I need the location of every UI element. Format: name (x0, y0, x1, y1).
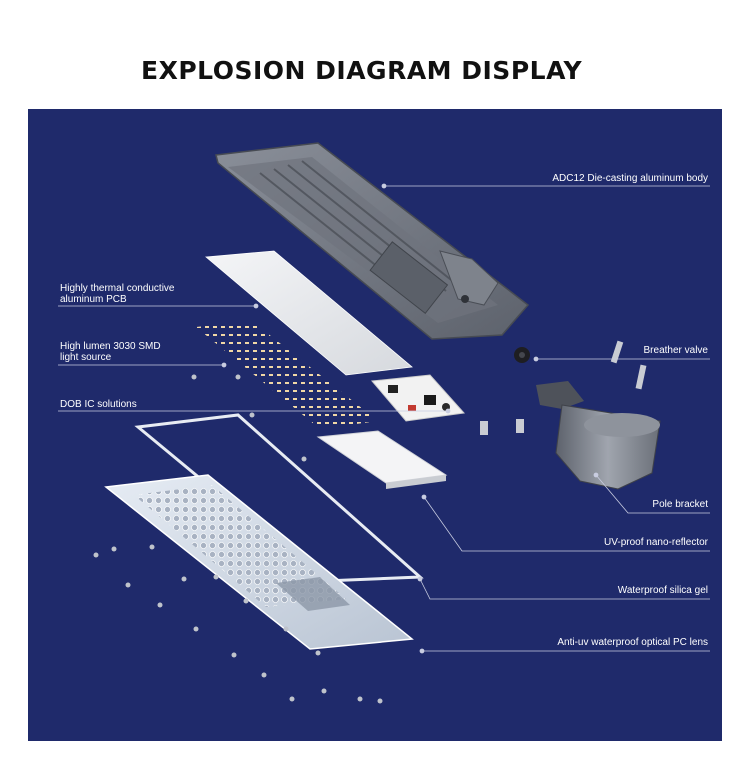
bolts (480, 340, 647, 435)
optical-pc-lens (104, 474, 414, 650)
smd-led-array (196, 321, 378, 429)
page-title: EXPLOSION DIAGRAM DISPLAY (141, 56, 583, 85)
nano-reflector (316, 430, 448, 489)
pole-bracket (536, 381, 661, 490)
label-smd-line2: light source (60, 352, 112, 363)
label-breather: Breather valve (643, 345, 708, 356)
label-reflector: UV-proof nano-reflector (604, 537, 708, 548)
label-smd-line1: High lumen 3030 SMD (60, 341, 161, 352)
label-dob: DOB IC solutions (60, 399, 137, 410)
label-body: ADC12 Die-casting aluminum body (552, 173, 708, 184)
label-pole: Pole bracket (652, 499, 708, 510)
label-pcb-line2: aluminum PCB (60, 294, 127, 305)
aluminum-body (215, 142, 530, 340)
explosion-diagram (58, 142, 710, 704)
label-pcb-line1: Highly thermal conductive (60, 283, 175, 294)
label-lens: Anti-uv waterproof optical PC lens (557, 637, 708, 648)
label-gel: Waterproof silica gel (617, 585, 708, 596)
screws (93, 374, 383, 704)
leader-lines (58, 183, 710, 654)
aluminum-pcb (205, 250, 413, 376)
diagram-panel: ADC12 Die-casting aluminum body Highly t… (28, 109, 722, 741)
breather-valve (514, 347, 530, 363)
dob-driver-board (371, 374, 465, 422)
